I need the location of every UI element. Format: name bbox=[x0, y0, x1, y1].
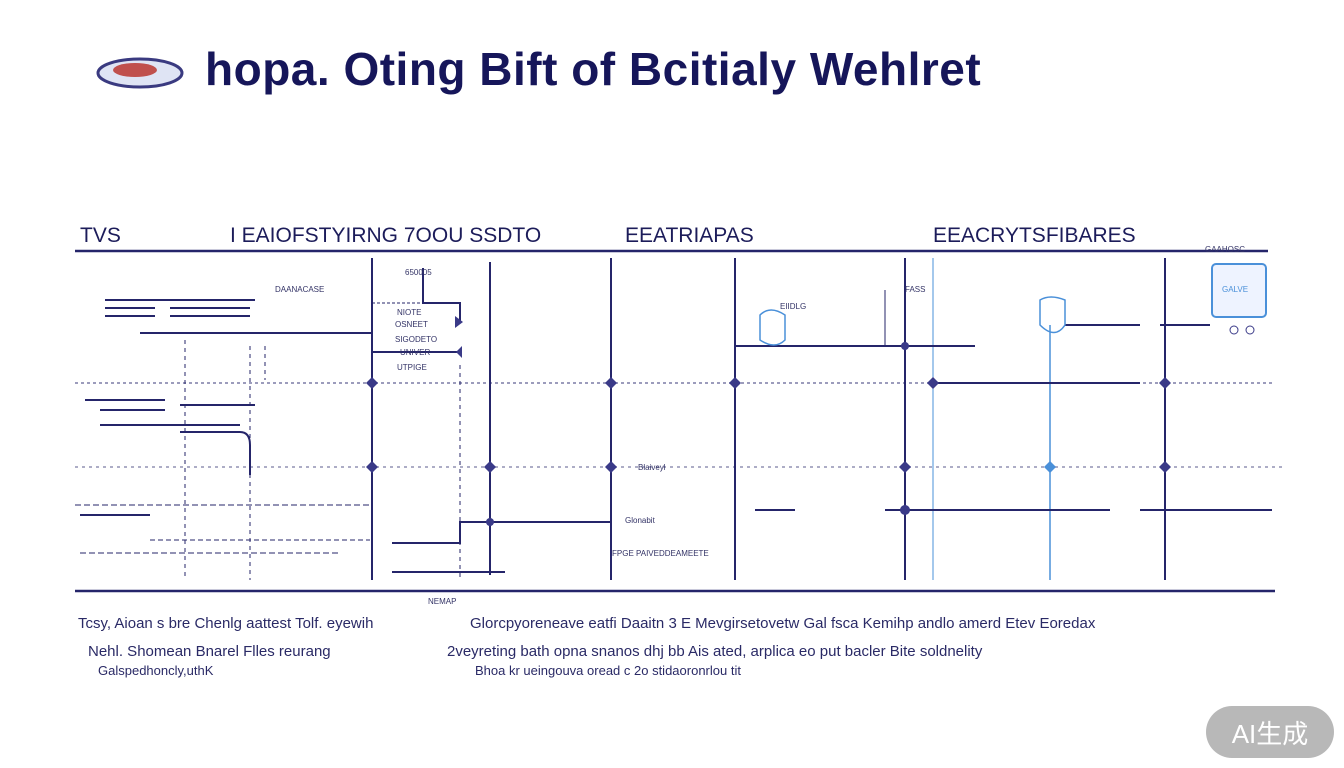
footer-right-line: Bhoa kr ueingouva oread c 2o stidaoronrl… bbox=[475, 663, 741, 678]
diagram-label: Glonabit bbox=[625, 516, 655, 525]
ai-generated-badge: AI生成 bbox=[1206, 706, 1334, 758]
diagram-label: UTPIGE bbox=[397, 363, 427, 372]
diagram-label: SIGODETO bbox=[395, 335, 438, 344]
diagram-label: 650005 bbox=[405, 268, 432, 277]
footer-left-line: Galspedhoncly,uthK bbox=[98, 663, 214, 678]
diagram-label: UNIVER bbox=[400, 348, 431, 357]
column-header-3: EEATRIAPAS bbox=[625, 224, 754, 247]
diagram-label: NIOTE bbox=[397, 308, 422, 317]
diagram-label: GAAHOSC bbox=[1205, 245, 1246, 254]
diagram-label: EIIDLG bbox=[780, 302, 807, 311]
diagram-label: FASS bbox=[905, 285, 926, 294]
diagram-label: Blaiveyl bbox=[638, 463, 666, 472]
footer-right-line: Glorcpyoreneave eatfi Daaitn 3 E Mevgirs… bbox=[470, 615, 1096, 632]
footer-left-line: Nehl. Shomean Bnarel Flles reurang bbox=[88, 643, 331, 660]
footer-left-line: Tcsy, Aioan s bre Chenlg aattest Tolf. e… bbox=[78, 615, 374, 632]
diagram-label: OSNEET bbox=[395, 320, 428, 329]
diagram-label: DAANACASE bbox=[275, 285, 325, 294]
footer-right-line: 2veyreting bath opna snanos dhj bb Ais a… bbox=[447, 643, 983, 660]
column-header-1: TVS bbox=[80, 224, 121, 247]
diagram-label: FPGE PAIVEDDEAMEETE bbox=[612, 549, 709, 558]
logo-icon bbox=[96, 57, 184, 89]
column-header-4: EEACRYTSFIBARES bbox=[933, 224, 1136, 247]
diagram-label: NEMAP bbox=[428, 597, 457, 606]
box-label: GALVE bbox=[1222, 285, 1249, 294]
page-title: hopa. Oting Bift of Bcitialy Wehlret bbox=[205, 43, 982, 95]
column-header-2: I EAIOFSTYIRNG 7OOU SSDTO bbox=[230, 224, 542, 247]
